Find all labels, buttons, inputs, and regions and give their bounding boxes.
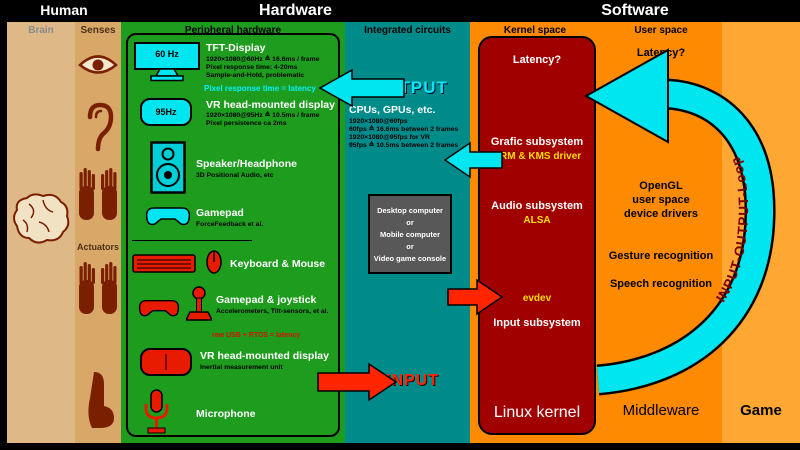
column-user-space: User space <box>600 22 722 443</box>
hands-actuators-icon <box>77 254 119 323</box>
speaker-title: Speaker/Headphone <box>196 158 297 170</box>
gamepad-title: Gamepad <box>196 207 244 219</box>
speaker-icon <box>150 141 186 199</box>
usb-latency-note: raw USB + RTOS = latency <box>212 332 301 339</box>
header-hardware: Hardware <box>259 2 332 19</box>
microphone-icon <box>142 388 171 443</box>
microphone-title: Microphone <box>196 408 256 420</box>
computer-box-line-1: Desktop computer <box>377 205 443 215</box>
computer-box-line-3: Mobile computer <box>379 229 440 239</box>
vr-hmd-input-icon <box>140 348 192 376</box>
cpus-spec-1: 1920×1080@60fps <box>349 118 408 125</box>
kernel-latency: Latency? <box>512 54 562 66</box>
brain-icon <box>9 192 71 251</box>
cpus-spec-2: 60fps ≙ 16.6ms between 2 frames <box>349 126 459 133</box>
cpus-spec-3: 1920×1080@95fps for VR <box>349 134 430 141</box>
kernel-input-subsystem: Input subsystem <box>493 317 581 329</box>
gesture-recognition-label: Gesture recognition <box>608 250 714 262</box>
linux-kernel-title: Linux kernel <box>493 404 581 421</box>
tft-spec-3: Sample-and-Hold, problematic <box>206 72 305 79</box>
keyboard-mouse-title: Keyboard & Mouse <box>230 258 326 270</box>
speech-recognition-label: Speech recognition <box>609 278 713 290</box>
foot-icon <box>82 370 116 435</box>
vr-hmd-input-title: VR head-mounted display <box>200 350 329 362</box>
kernel-evdev: evdev <box>522 293 552 304</box>
linux-kernel-box: Latency? Grafic subsystem DRM & KMS driv… <box>478 36 596 435</box>
vr-hmd-output-title: VR head-mounted display <box>206 99 335 111</box>
kernel-audio-subsystem: Audio subsystem <box>491 200 583 212</box>
gamepad-spec-1: ForceFeedback et al. <box>196 221 264 228</box>
tft-display-icon: 60 Hz <box>134 42 200 87</box>
actuators-label: Actuators <box>76 242 119 252</box>
vr-hmd-divider <box>165 354 167 370</box>
tft-spec-1: 1920×1080@60Hz ≙ 16.6ms / frame <box>206 56 320 63</box>
opengl-line-2: user space <box>632 194 690 206</box>
vr-hmd-spec-2: Pixel persistence ca 2ms <box>206 120 287 127</box>
output-label: OUTPUT <box>372 78 448 97</box>
computer-box-line-5: Video game console <box>373 253 447 263</box>
tft-spec-2: Pixel response time: 4-20ms <box>206 64 298 71</box>
ear-icon <box>84 102 114 159</box>
middleware-title: Middleware <box>622 402 700 419</box>
kernel-space-label: Kernel space <box>503 25 567 36</box>
gamepad-joystick-title: Gamepad & joystick <box>216 294 317 306</box>
joystick-icon <box>184 286 214 327</box>
kernel-drm-kms-driver: DRM & KMS driver <box>492 151 582 162</box>
gamepad-input-icon <box>136 298 182 323</box>
input-label: INPUT <box>386 372 439 389</box>
header-bar: Human Hardware Software <box>0 0 800 22</box>
tft-display-title: TFT-Display <box>206 42 266 54</box>
vr-hmd-spec-1: 1920×1080@95Hz ≙ 10.5ms / frame <box>206 112 320 119</box>
keyboard-icon <box>132 252 196 279</box>
computer-box-line-4: or <box>406 241 414 251</box>
peripheral-hardware-label: Peripheral hardware <box>184 25 282 36</box>
opengl-line-3: device drivers <box>624 208 698 220</box>
vr-hmd-output-icon: 95Hz <box>140 98 192 126</box>
cpus-gpus-title: CPUs, GPUs, etc. <box>349 104 436 116</box>
game-title: Game <box>740 402 782 419</box>
gamepad-output-icon <box>144 205 192 232</box>
eye-icon <box>78 52 118 83</box>
hands-senses-icon <box>77 160 119 229</box>
column-game <box>722 22 800 443</box>
tft-refresh-badge: 60 Hz <box>155 49 179 59</box>
opengl-line-1: OpenGL <box>639 180 683 192</box>
computer-box: Desktop computer or Mobile computer or V… <box>368 194 452 274</box>
vr-refresh-badge: 95Hz <box>155 107 177 117</box>
speaker-spec-1: 3D Positional Audio, etc <box>196 172 274 179</box>
integrated-circuits-label: Integrated circuits <box>364 25 451 36</box>
header-human: Human <box>40 2 88 18</box>
kernel-graphics-subsystem: Grafic subsystem <box>490 136 584 148</box>
brain-label: Brain <box>28 25 54 36</box>
userspace-latency: Latency? <box>636 47 686 59</box>
output-input-divider <box>132 240 252 241</box>
gamepad-joystick-spec-1: Accelerometers, Tilt-sensors, et al. <box>216 308 329 315</box>
senses-label: Senses <box>80 25 116 36</box>
computer-box-line-2: or <box>406 217 414 227</box>
cpus-spec-4: 95fps ≙ 10.5ms between 2 frames <box>349 142 459 149</box>
vr-hmd-input-spec-1: Inertial measurement unit <box>200 364 283 371</box>
mouse-icon <box>206 250 222 279</box>
tft-latency-note: Pixel response time = latency <box>204 84 316 93</box>
kernel-alsa: ALSA <box>523 215 551 226</box>
header-software: Software <box>601 2 669 19</box>
user-space-label: User space <box>634 25 688 36</box>
